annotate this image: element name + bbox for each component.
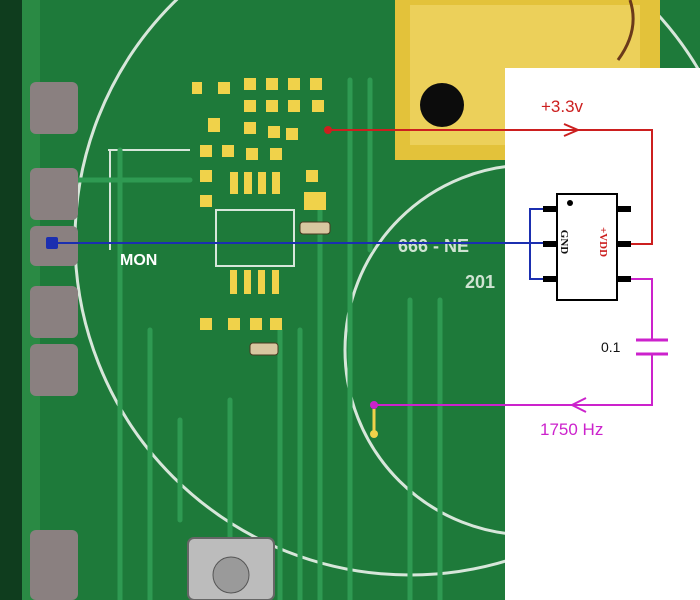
pcb-traces [57,77,443,600]
supply-arrow [563,123,581,137]
capacitor-label: 0.1 [601,339,621,355]
supply-wire-end [324,126,332,134]
trimmer-pot-knob [212,556,250,594]
monitor-label: MON [120,252,158,269]
ic-footprint-outline [215,209,295,267]
ic-pin1-dot [567,200,573,206]
frequency-label: 1750 Hz [540,420,604,439]
yellow-lead-end [370,430,378,438]
ic-ground-label: GND [558,229,571,255]
supply-wire [328,129,653,245]
board-text-2: 201 [465,272,495,292]
capacitor-symbol [636,338,668,356]
wire-brown [616,0,635,61]
supply-label: +3.3v [541,97,584,116]
ic-supply-label: +VDD [597,226,610,258]
smd-component-2 [249,342,279,356]
mounting-hole [420,83,464,127]
monitor-wire-end [46,237,58,249]
edge-connector-pads [30,82,78,600]
ic-pins [543,206,631,282]
board-text-1: 666 - NE [398,236,469,256]
chip-pad-grid [192,78,326,330]
signal-arrow [569,397,587,413]
signal-wire-end [370,401,378,409]
signal-wire [374,278,653,406]
schematic-panel [505,68,700,600]
smd-component [299,221,331,235]
